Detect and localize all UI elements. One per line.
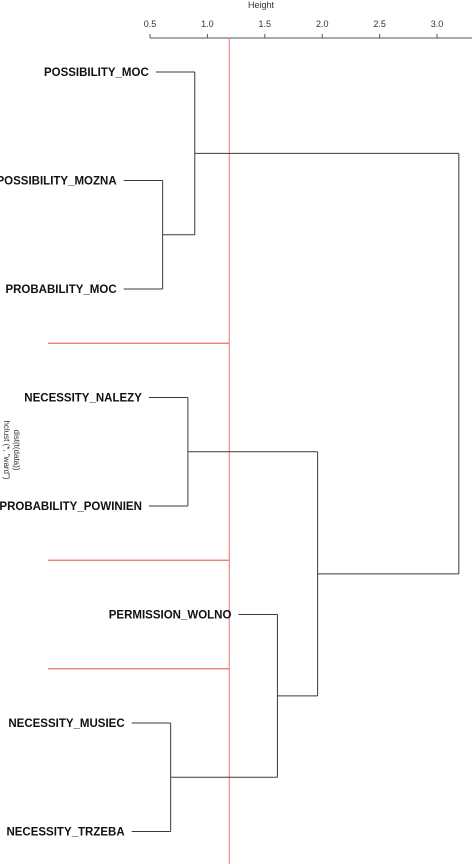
tick-label: 1.5 (259, 19, 272, 29)
tick-label: 0.5 (144, 19, 157, 29)
tick-label: 2.5 (373, 19, 386, 29)
side-axis-labels: dist(t(data)) hclust (*, "ward") (2, 420, 21, 479)
leaf-label-necessity-nalezy: NECESSITY_NALEZY (24, 393, 142, 405)
tick-label: 1.0 (201, 19, 214, 29)
tick-label: 2.0 (316, 19, 329, 29)
leaf-labels: POSSIBILITY_MOC POSSIBILITY_MOZNA PROBABIL… (0, 67, 231, 839)
cluster-cut-layer (48, 38, 230, 864)
leaf-label-probability-moc: PROBABILITY_MOC (5, 284, 116, 296)
leaf-label-permission-wolno: PERMISSION_WOLNO (109, 610, 232, 622)
height-axis: Height 0.5 1.0 1.5 2.0 2.5 3.0 (144, 0, 472, 39)
leaf-label-necessity-musiec: NECESSITY_MUSIEC (8, 718, 124, 730)
leaf-label-probability-powinien: PROBABILITY_POWINIEN (0, 501, 142, 513)
leaf-label-possibility-moc: POSSIBILITY_MOC (44, 67, 149, 79)
side-label-dist: dist(t(data)) (12, 430, 21, 471)
axis-title: Height (248, 0, 275, 10)
dendrogram-branches (123, 71, 460, 832)
tick-label: 3.0 (431, 19, 444, 29)
side-label-hclust: hclust (*, "ward") (2, 420, 11, 479)
leaf-label-possibility-mozna: POSSIBILITY_MOZNA (0, 176, 117, 188)
leaf-label-necessity-trzeba: NECESSITY_TRZEBA (6, 827, 124, 839)
